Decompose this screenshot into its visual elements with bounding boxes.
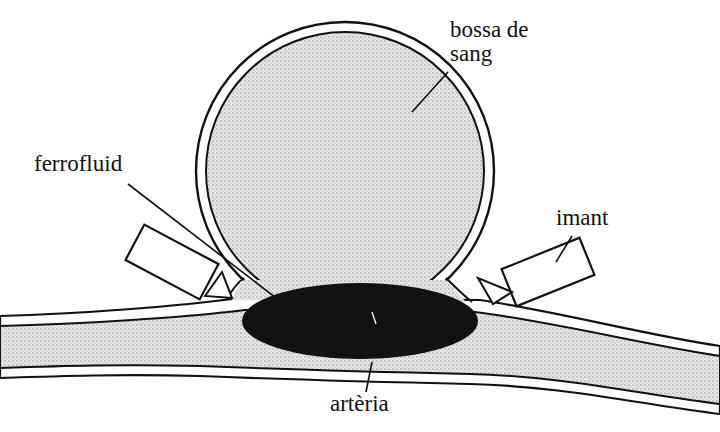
leader-line: [556, 236, 572, 262]
part-label: artèria: [330, 392, 389, 416]
bag-wall: [196, 22, 494, 320]
leader-line: [366, 362, 372, 392]
ferrofluid-plug: [242, 283, 478, 359]
part-label: bossa de sang: [450, 18, 540, 66]
bag-blood: [206, 32, 484, 310]
leader-line: [412, 72, 448, 112]
leader-line: [128, 184, 302, 318]
magnet-left: [126, 225, 219, 300]
part-label: ferrofluid: [34, 152, 122, 176]
part-label: imant: [556, 206, 608, 230]
magnet-right: [502, 238, 595, 307]
